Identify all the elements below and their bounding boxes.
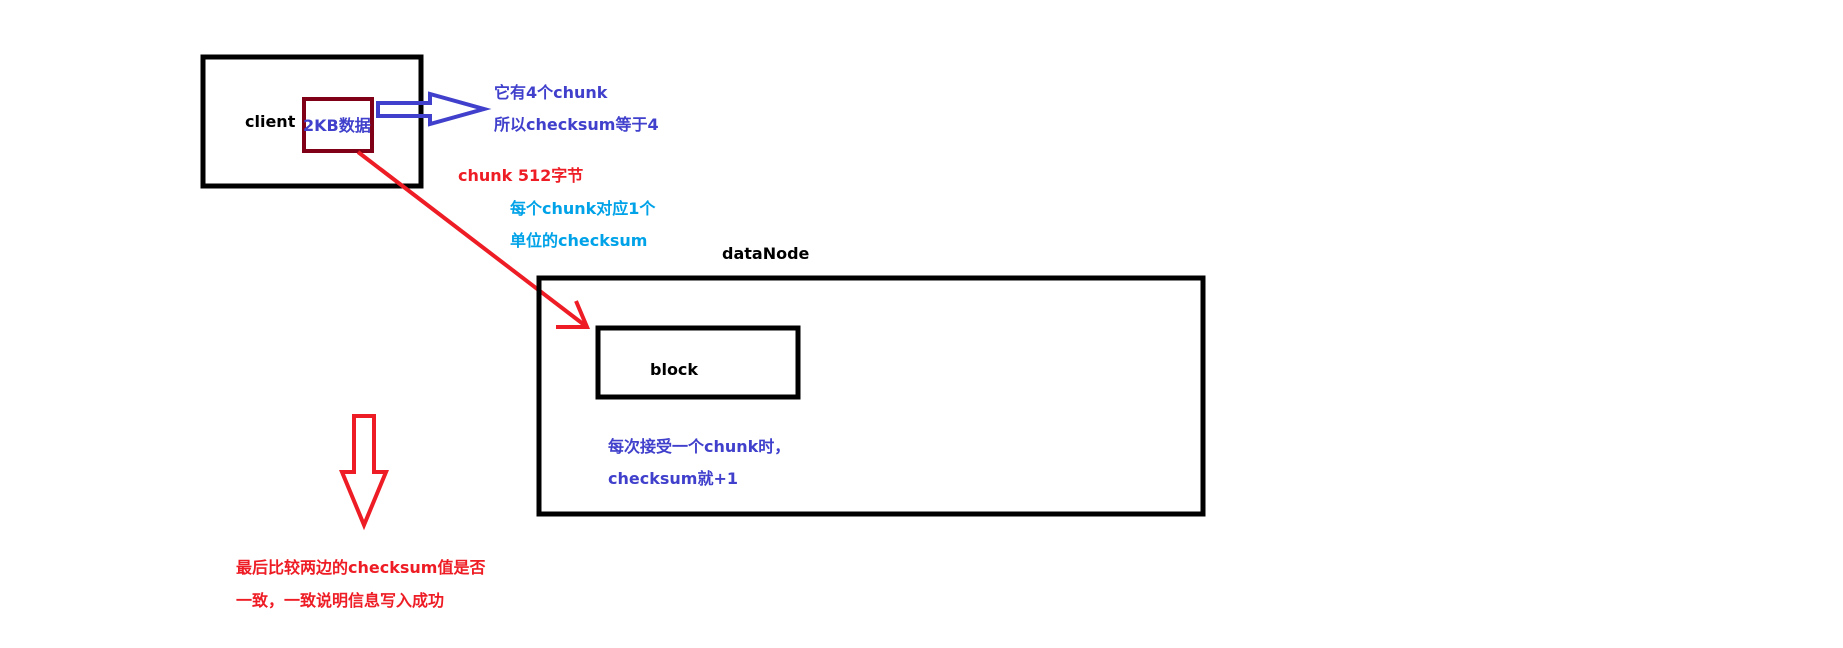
block-label: block (650, 360, 698, 379)
block-box (595, 325, 801, 400)
datanode-note-line1: 每次接受一个chunk时， (608, 437, 790, 456)
blue-arrow-icon (376, 91, 492, 127)
down-arrow-icon (339, 414, 389, 531)
datanode-label: dataNode (722, 244, 810, 263)
chunk-note-line1: 每个chunk对应1个 (510, 199, 656, 218)
data-box (302, 97, 374, 153)
conclusion-line2: 一致，一致说明信息写入成功 (236, 591, 444, 610)
client-note-line2: 所以checksum等于4 (494, 115, 659, 134)
conclusion-line1: 最后比较两边的checksum值是否 (236, 558, 485, 577)
datanode-box (536, 275, 1206, 517)
client-label: client (245, 112, 296, 131)
client-box (200, 54, 424, 189)
chunk-size-label: chunk 512字节 (458, 166, 583, 185)
red-arrowhead-icon (556, 300, 591, 329)
chunk-note-line2: 单位的checksum (510, 231, 647, 250)
client-note-line1: 它有4个chunk (494, 83, 608, 102)
data-label: 2KB数据 (303, 116, 371, 135)
datanode-note-line2: checksum就+1 (608, 469, 738, 488)
red-line-arrow (356, 150, 589, 329)
